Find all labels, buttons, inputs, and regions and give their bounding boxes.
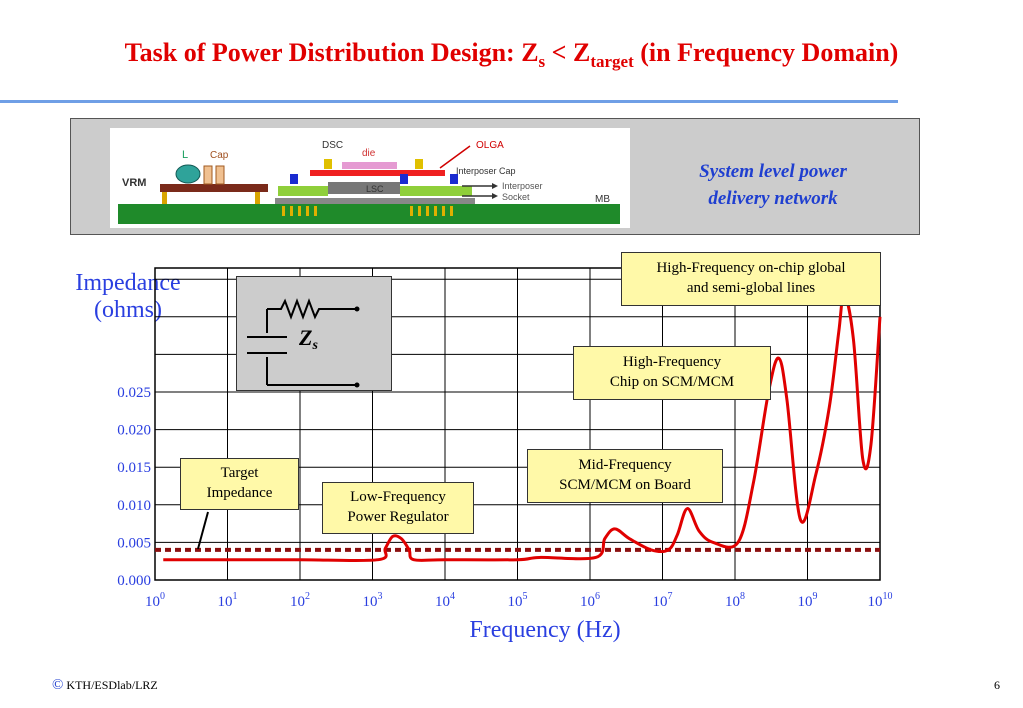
interposer-left bbox=[278, 186, 328, 196]
label-mb: MB bbox=[595, 194, 610, 205]
zs-circuit-inset: Zs bbox=[236, 276, 392, 391]
title-underline bbox=[0, 100, 898, 103]
copyright-icon: © bbox=[52, 677, 64, 693]
banner-caption-line-1: System level power bbox=[699, 161, 847, 182]
x-tick-label: 104 bbox=[435, 591, 455, 610]
x-tick-label: 102 bbox=[290, 591, 310, 610]
zs-label: Zs bbox=[298, 325, 318, 353]
y-tick-label: 0.000 bbox=[117, 573, 151, 589]
plot-frame bbox=[154, 267, 881, 581]
x-tick-labels: 100 101 102 103 104 105 106 107 108 109 1010 bbox=[145, 591, 893, 610]
y-axis-label-line-2: (ohms) bbox=[94, 297, 162, 323]
target-callout-pointer bbox=[197, 511, 209, 550]
footer-text: KTH/ESDlab/LRZ bbox=[66, 678, 158, 692]
x-tick-label: 108 bbox=[725, 591, 745, 610]
die bbox=[342, 162, 397, 169]
motherboard bbox=[118, 204, 620, 224]
banner-caption: System level power delivery network bbox=[648, 158, 898, 212]
y-axis-label-line-1: Impedance bbox=[75, 270, 181, 296]
y-axis-label: Impedance (ohms) bbox=[48, 270, 208, 324]
x-tick-label: 103 bbox=[363, 591, 383, 610]
callout-low-frequency: Low-Frequency Power Regulator bbox=[322, 482, 474, 534]
x-tick-label: 100 bbox=[145, 591, 165, 610]
callout-mid-line-1: Mid-Frequency bbox=[578, 457, 672, 473]
y-tick-label: 0.025 bbox=[117, 385, 151, 401]
callout-low-line-2: Power Regulator bbox=[347, 509, 449, 525]
package-diagram-svg: VRM L Cap DSC die OLGA Interposer Cap In… bbox=[118, 140, 620, 224]
y-tick-label: 0.005 bbox=[117, 535, 151, 551]
callout-high-frequency-chip: High-Frequency Chip on SCM/MCM bbox=[573, 346, 771, 400]
label-socket: Socket bbox=[502, 192, 530, 202]
y-tick-label: 0.010 bbox=[117, 498, 151, 514]
label-dsc: DSC bbox=[322, 140, 343, 151]
x-tick-label: 109 bbox=[798, 591, 818, 610]
callout-global-line-2: and semi-global lines bbox=[686, 280, 816, 296]
label-die: die bbox=[362, 148, 376, 159]
package-diagram: VRM L Cap DSC die OLGA Interposer Cap In… bbox=[110, 128, 630, 228]
y-tick-labels: 0.000 0.005 0.010 0.015 0.020 0.025 bbox=[117, 385, 151, 589]
callout-mid-line-2: SCM/MCM on Board bbox=[559, 477, 691, 493]
banner-caption-line-2: delivery network bbox=[708, 188, 838, 209]
x-tick-label: 105 bbox=[508, 591, 528, 610]
callout-chip-line-1: High-Frequency bbox=[622, 354, 722, 370]
label-cap: Cap bbox=[210, 150, 229, 161]
callout-chip-line-2: Chip on SCM/MCM bbox=[609, 374, 735, 390]
x-tick-label: 1010 bbox=[868, 591, 893, 610]
y-tick-label: 0.020 bbox=[117, 423, 151, 439]
impedance-curve bbox=[163, 292, 882, 563]
label-olga: OLGA bbox=[476, 140, 504, 151]
dsc-right bbox=[415, 159, 423, 169]
inductor bbox=[175, 164, 201, 184]
callout-mid-frequency: Mid-Frequency SCM/MCM on Board bbox=[527, 449, 723, 503]
vrm-cap-2 bbox=[215, 165, 225, 185]
x-tick-label: 106 bbox=[580, 591, 600, 610]
label-vrm: VRM bbox=[122, 177, 146, 189]
dsc-left bbox=[324, 159, 332, 169]
interposer-right bbox=[400, 186, 472, 196]
callout-high-frequency-global: High-Frequency on-chip global and semi-g… bbox=[621, 252, 881, 306]
zs-circuit-svg: Zs bbox=[247, 298, 360, 388]
label-lsc: LSC bbox=[366, 184, 384, 194]
callout-target-impedance: Target Impedance bbox=[180, 458, 299, 510]
callout-target-line-2: Impedance bbox=[206, 485, 273, 501]
page-number: 6 bbox=[994, 678, 1000, 692]
label-interposer: Interposer bbox=[502, 181, 543, 191]
x-tick-label: 107 bbox=[653, 591, 673, 610]
socket bbox=[275, 198, 475, 204]
slide-title: Task of Power Distribution Design: Zs < … bbox=[124, 38, 899, 72]
y-tick-label: 0.015 bbox=[117, 460, 151, 476]
footer: © KTH/ESDlab/LRZ bbox=[52, 677, 158, 694]
olga bbox=[310, 170, 445, 176]
x-tick-label: 101 bbox=[218, 591, 238, 610]
callout-low-line-1: Low-Frequency bbox=[350, 489, 446, 505]
label-l: L bbox=[182, 149, 188, 161]
vrm-board bbox=[160, 184, 268, 192]
callout-global-line-1: High-Frequency on-chip global bbox=[656, 260, 846, 276]
x-axis-label: Frequency (Hz) bbox=[469, 617, 621, 643]
vrm-cap-1 bbox=[203, 165, 213, 185]
resistor-symbol bbox=[267, 298, 355, 320]
callout-target-line-1: Target bbox=[220, 465, 259, 481]
label-interposer-cap: Interposer Cap bbox=[456, 166, 516, 176]
